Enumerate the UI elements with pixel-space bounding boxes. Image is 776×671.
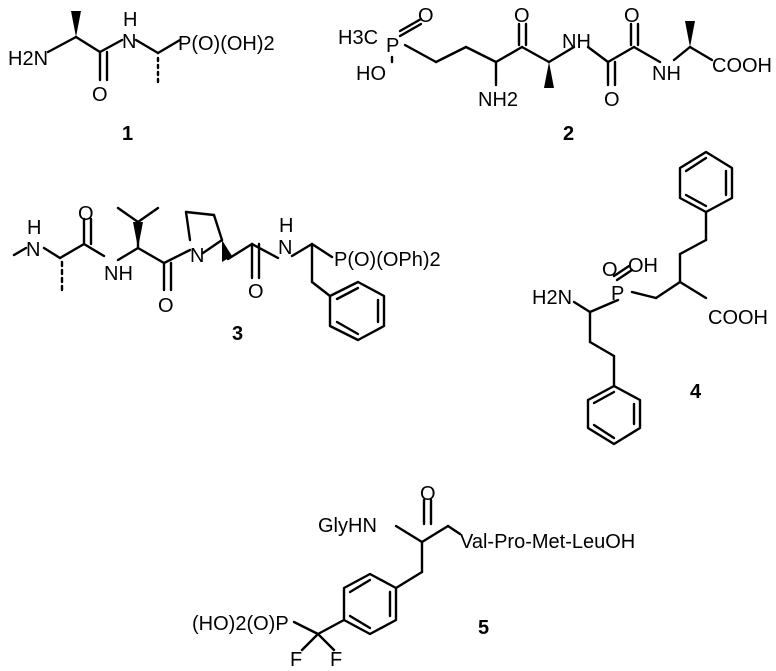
compound-1-amide-h-label: H — [123, 9, 137, 31]
compound-1-number: 1 — [122, 123, 133, 145]
compound-4-amine-label: H2N — [532, 287, 572, 309]
compound-4-number: 4 — [690, 381, 702, 403]
compound-3-pro-n-label: N — [190, 245, 204, 267]
compound-3-amide1-nh-label: NH — [104, 263, 133, 285]
compound-5-glyhn-label: GlyHN — [318, 515, 377, 537]
compound-4-bonds — [572, 150, 734, 446]
compound-2-p-label: P — [386, 35, 399, 57]
compound-1-bonds — [46, 11, 182, 84]
compound-1-phosphonate-label: P(O)(OH)2 — [178, 33, 275, 55]
compound-3-bonds — [12, 206, 386, 342]
compound-5-bonds — [292, 498, 462, 652]
compound-2-p-hydroxy-label: HO — [356, 63, 386, 85]
compound-3-pro-o-label: O — [248, 281, 264, 303]
compound-3-amide2-n-label: N — [278, 237, 292, 259]
compound-2-acid-label: COOH — [712, 55, 772, 77]
compound-3-methylamine-n-label: N — [26, 239, 40, 261]
compound-5-peptide-label: Val-Pro-Met-LeuOH — [460, 531, 635, 553]
compound-4-p-oxo-label: O — [602, 259, 618, 281]
compound-3-structure: N H O NH O N H N O P(O)(OPh)2 3 — [12, 203, 441, 345]
compound-1-amide-n-label: N — [122, 31, 136, 53]
compound-3-phosphonate-label: P(O)(OPh)2 — [334, 249, 441, 271]
compound-2-oxalyl-o2-label: O — [604, 89, 620, 111]
compound-1-amine-label: H2N — [8, 48, 48, 70]
compound-3-val-o-label: O — [158, 295, 174, 317]
compound-3-methylamine-h-label: H — [27, 217, 41, 239]
compound-2-amine-label: NH2 — [478, 89, 518, 111]
compound-5-carbonyl-o-label: O — [420, 483, 436, 505]
compound-2-labels: H3C P O HO NH2 O NH O O NH COOH — [338, 5, 772, 111]
compound-5-number: 5 — [478, 617, 489, 639]
compound-2-bonds — [390, 17, 714, 88]
compound-2-ketone-o-label: O — [514, 5, 530, 27]
compound-3-amide1-o-label: O — [78, 203, 94, 225]
compound-3-amide2-h-label: H — [279, 215, 293, 237]
compound-1-labels: H2N N H P(O)(OH)2 O — [8, 9, 275, 106]
compound-2-p-oxo-label: O — [418, 5, 434, 27]
compound-2-oxalyl-o1-label: O — [624, 5, 640, 27]
compound-4-acid-label: COOH — [708, 307, 768, 329]
compound-4-structure: H2N P O OH COOH 4 — [532, 150, 768, 446]
compound-2-amide2-nh-label: NH — [652, 63, 681, 85]
compound-1-carbonyl-o-label: O — [92, 84, 108, 106]
compound-5-phosphonate-label: (HO)2(O)P — [192, 613, 289, 635]
compound-2-amide1-nh-label: NH — [562, 31, 591, 53]
compound-4-labels: H2N P O OH COOH — [532, 255, 768, 329]
compound-2-structure: H3C P O HO NH2 O NH O O NH COOH 2 — [338, 5, 772, 145]
compound-5-labels: GlyHN O Val-Pro-Met-LeuOH (HO)2(O)P F F — [192, 483, 635, 671]
compound-3-labels: N H O NH O N H N O P(O)(OPh)2 — [26, 203, 441, 317]
compound-4-p-hydroxy-label: OH — [628, 255, 658, 277]
compound-5-f1-label: F — [290, 649, 302, 671]
compound-1-structure: H2N N H P(O)(OH)2 O 1 — [8, 9, 275, 145]
compound-2-number: 2 — [563, 123, 574, 145]
compound-5-structure: GlyHN O Val-Pro-Met-LeuOH (HO)2(O)P F F … — [192, 483, 635, 671]
compound-5-f2-label: F — [330, 649, 342, 671]
compound-3-number: 3 — [232, 323, 243, 345]
compound-2-methyl-label: H3C — [338, 27, 378, 49]
compound-4-p-label: P — [611, 283, 624, 305]
